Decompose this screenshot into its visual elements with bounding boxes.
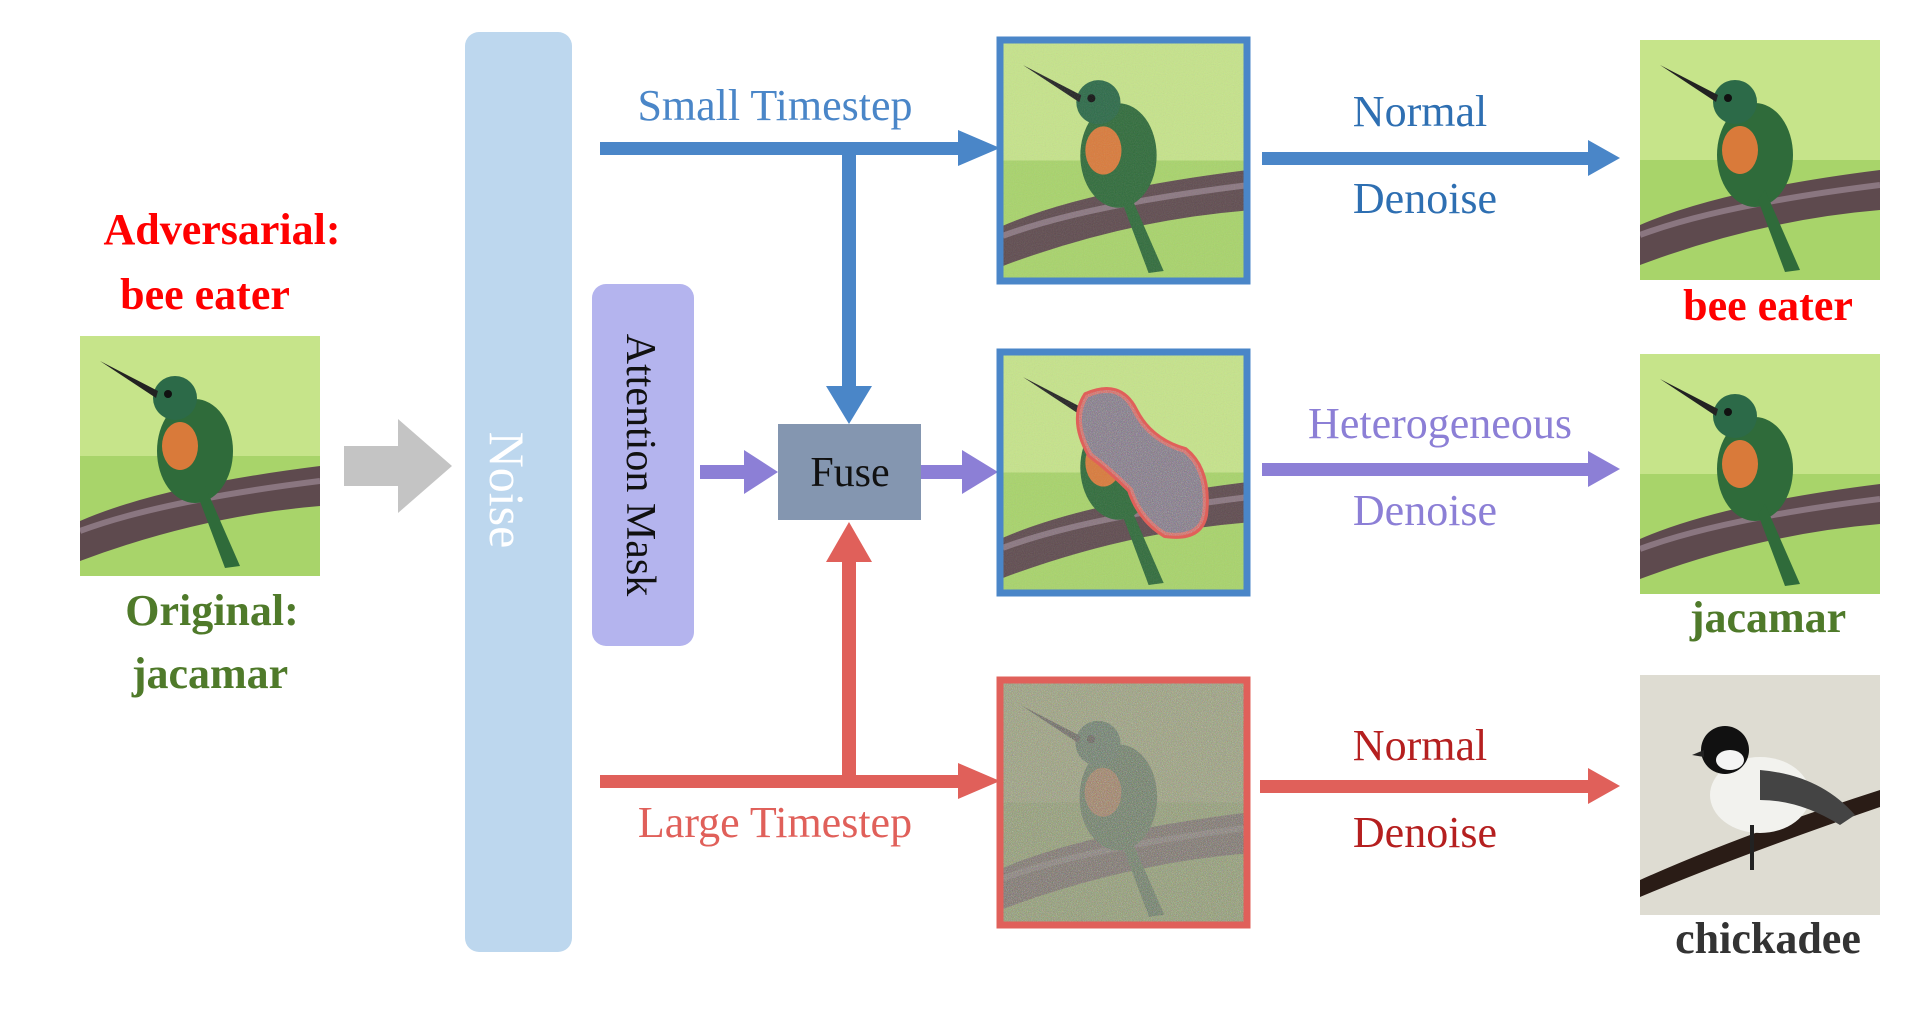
large-denoise-line2: Denoise <box>1353 808 1497 857</box>
output-label-chickadee: chickadee <box>1675 914 1861 963</box>
attention-mask-box <box>592 284 694 646</box>
attention-to-fuse-arrow <box>700 450 778 494</box>
large-denoise-line1: Normal <box>1353 721 1487 770</box>
small-denoise-line1: Normal <box>1353 87 1487 136</box>
original-label-line2: jacamar <box>131 649 288 698</box>
large-timestep-arrow <box>600 522 1000 799</box>
original-label-line1: Original: <box>125 586 299 635</box>
output-image-jacamar <box>1640 354 1880 594</box>
output-label-bee-eater: bee eater <box>1683 281 1853 330</box>
fuse-to-mixed-arrow <box>921 450 998 494</box>
small-denoise-arrow <box>1262 140 1620 176</box>
mixed-noise-image <box>996 348 1251 597</box>
fuse-label: Fuse <box>810 450 889 496</box>
small-timestep-label: Small Timestep <box>637 81 912 130</box>
small-timestep-arrow <box>600 130 1000 424</box>
hetero-denoise-line1: Heterogeneous <box>1308 399 1572 448</box>
small-denoise-line2: Denoise <box>1353 174 1497 223</box>
noise-bar <box>465 32 572 952</box>
noise-label: Noise <box>479 432 535 549</box>
fuse-box <box>778 424 921 520</box>
output-label-jacamar: jacamar <box>1689 593 1846 642</box>
input-arrow-icon <box>344 419 452 513</box>
adversarial-label-line1: Adversarial: <box>103 205 340 254</box>
output-image-chickadee <box>1640 675 1880 915</box>
large-denoise-arrow <box>1260 768 1620 804</box>
adversarial-label-line2: bee eater <box>120 270 290 319</box>
small-noise-image <box>996 36 1251 285</box>
attention-mask-label: Attention Mask <box>617 334 663 596</box>
hetero-denoise-arrow <box>1262 451 1620 487</box>
output-image-bee-eater <box>1640 40 1880 280</box>
large-noise-image <box>996 676 1251 929</box>
large-timestep-label: Large Timestep <box>638 798 912 847</box>
input-image <box>80 336 320 576</box>
hetero-denoise-line2: Denoise <box>1353 486 1497 535</box>
